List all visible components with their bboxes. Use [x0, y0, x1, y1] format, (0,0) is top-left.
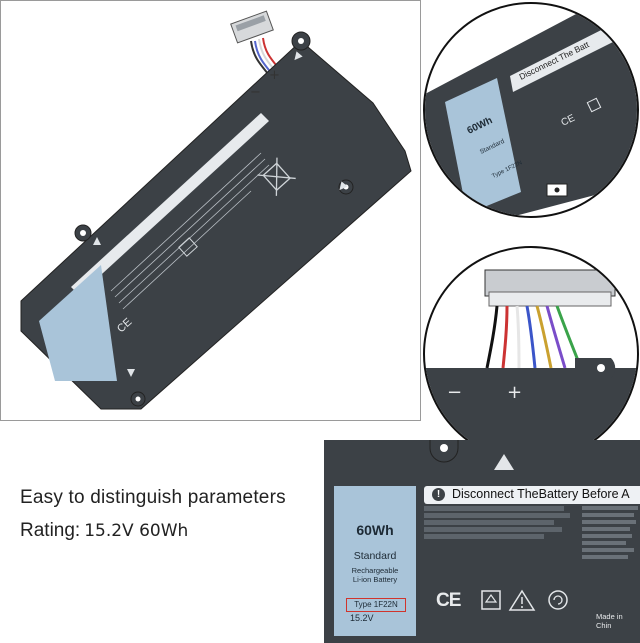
caption-headline: Easy to distinguish parameters — [20, 487, 286, 508]
battery-product-photo: CE + − — [0, 0, 421, 421]
ce-mark: CE — [436, 590, 461, 611]
battery-illustration: CE + − — [20, 10, 412, 410]
certification-icons — [481, 589, 568, 611]
caption-rating: Rating:15.2V 60Wh — [20, 520, 188, 542]
standard-text: Standard — [353, 550, 397, 562]
minus-terminal: − — [447, 382, 462, 403]
svg-text:+: + — [269, 68, 280, 83]
recycling-circle-icon — [548, 590, 568, 610]
warning-triangle-icon — [508, 589, 536, 611]
warning-strip: ! Disconnect TheBattery Before A — [424, 486, 640, 504]
svg-text:−: − — [250, 85, 261, 100]
zoom-label-closeup: Disconnect The Batt 60Wh Standard Type 1… — [423, 2, 639, 218]
battery-body — [20, 40, 412, 410]
battery-label-closeup: ! Disconnect TheBattery Before A 60Wh St… — [324, 440, 640, 643]
plus-terminal: + — [507, 382, 522, 403]
chemistry-text: Rechargeable Li-ion Battery — [351, 566, 399, 584]
capacity-text: 60Wh — [356, 522, 394, 538]
warning-strip — [71, 113, 269, 295]
zoom-connector-closeup: − + — [423, 246, 639, 462]
rating-value: 15.2V 60Wh — [84, 521, 189, 541]
arrow-up-icon — [494, 454, 514, 470]
rating-label: Rating: — [20, 520, 81, 541]
spec-card: 60Wh Standard Rechargeable Li-ion Batter… — [334, 486, 416, 636]
recycle-box-icon — [481, 590, 501, 610]
mount-tab — [429, 440, 459, 463]
cable-connector — [230, 10, 282, 76]
spec-card — [39, 265, 117, 381]
made-in-text: Made in Chin — [596, 612, 623, 630]
fine-print — [424, 506, 574, 541]
type-box: Type 1F22N — [346, 598, 406, 612]
voltage-text: 15.2V — [350, 613, 374, 623]
fine-print-right — [582, 506, 640, 562]
warning-text: Disconnect TheBattery Before A — [452, 487, 630, 501]
exclamation-icon: ! — [432, 488, 445, 501]
